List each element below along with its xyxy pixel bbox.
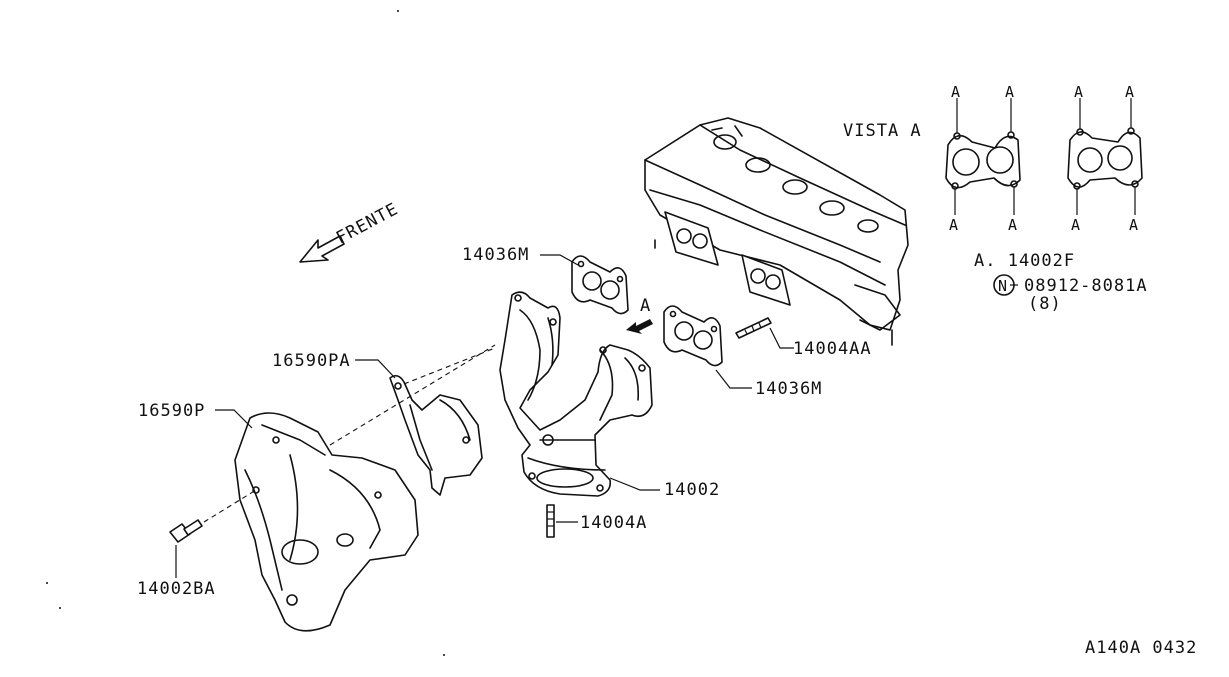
part-label-14036m-upper: 14036M	[462, 245, 529, 265]
view-a-arrow-icon	[626, 319, 653, 334]
front-direction-arrow-icon	[299, 235, 345, 263]
frente-label: FRENTE	[333, 199, 402, 248]
note-part-number: 08912-8081A	[1024, 276, 1148, 296]
part-label-16590pa: 16590PA	[272, 351, 351, 371]
part-label-14004aa: 14004AA	[793, 339, 872, 359]
bolt-14002ba-drawing	[169, 519, 203, 543]
vista-a-letter: A	[1008, 216, 1017, 234]
view-a-label: A	[640, 296, 651, 316]
stud-14004aa-drawing	[735, 317, 772, 339]
vista-a-letter: A	[1125, 83, 1134, 101]
part-label-16590p: 16590P	[138, 401, 205, 421]
part-label-14036m-lower: 14036M	[755, 379, 822, 399]
part-label-14004a: 14004A	[580, 513, 647, 533]
gasket-14036m-lower-drawing	[663, 305, 723, 367]
assembly-guide-lines	[203, 344, 496, 523]
vista-a-letter: A	[1071, 216, 1080, 234]
vista-a-letter: A	[1005, 83, 1014, 101]
vista-a-title: VISTA A	[843, 121, 922, 141]
vista-a-gasket-right	[1067, 98, 1143, 215]
stud-14004a-drawing	[546, 504, 555, 538]
part-label-14002: 14002	[664, 480, 720, 500]
vista-a-letter: A	[949, 216, 958, 234]
diagram-code: A140A 0432	[1085, 638, 1197, 658]
insulator-16590pa-drawing	[389, 374, 483, 496]
leader-lines	[175, 254, 1018, 578]
note-quantity: (8)	[1028, 294, 1062, 314]
cylinder-head-drawing	[644, 117, 909, 346]
gasket-14036m-upper-drawing	[571, 255, 629, 315]
insulator-16590p-drawing	[234, 412, 419, 632]
vista-a-letter: A	[1074, 83, 1083, 101]
vista-a-letter: A	[951, 83, 960, 101]
note-part-a: A. 14002F	[974, 251, 1075, 271]
nut-symbol-letter: N	[998, 277, 1007, 295]
part-label-14002ba: 14002BA	[137, 579, 216, 599]
vista-a-gasket-left	[945, 98, 1021, 215]
exhaust-manifold-drawing	[499, 291, 653, 497]
vista-a-letter: A	[1129, 216, 1138, 234]
nut-symbol-icon	[993, 274, 1015, 296]
